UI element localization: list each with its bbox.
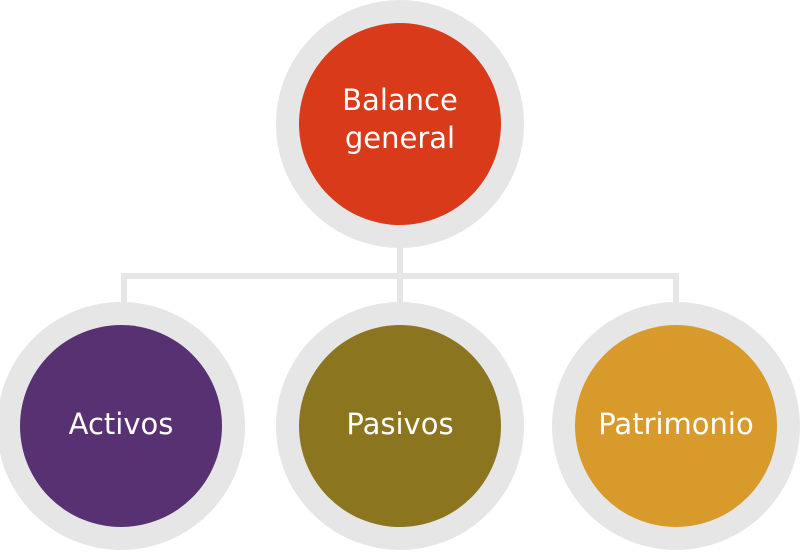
node-circle: [299, 325, 501, 527]
node-label: Pasivos: [346, 407, 453, 441]
node-circle: [20, 325, 222, 527]
node-label: Patrimonio: [598, 407, 753, 441]
node-activos: Activos: [0, 302, 245, 550]
node-label-line1: Balance: [342, 83, 458, 117]
node-circle: [575, 325, 777, 527]
node-label-line2: general: [345, 121, 455, 155]
node-label: Activos: [69, 407, 174, 441]
connector-lines: [121, 237, 679, 315]
node-circle: [299, 23, 501, 225]
node-balance-general: Balance general: [276, 0, 524, 248]
node-pasivos: Pasivos: [276, 302, 524, 550]
node-patrimonio: Patrimonio: [552, 302, 800, 550]
